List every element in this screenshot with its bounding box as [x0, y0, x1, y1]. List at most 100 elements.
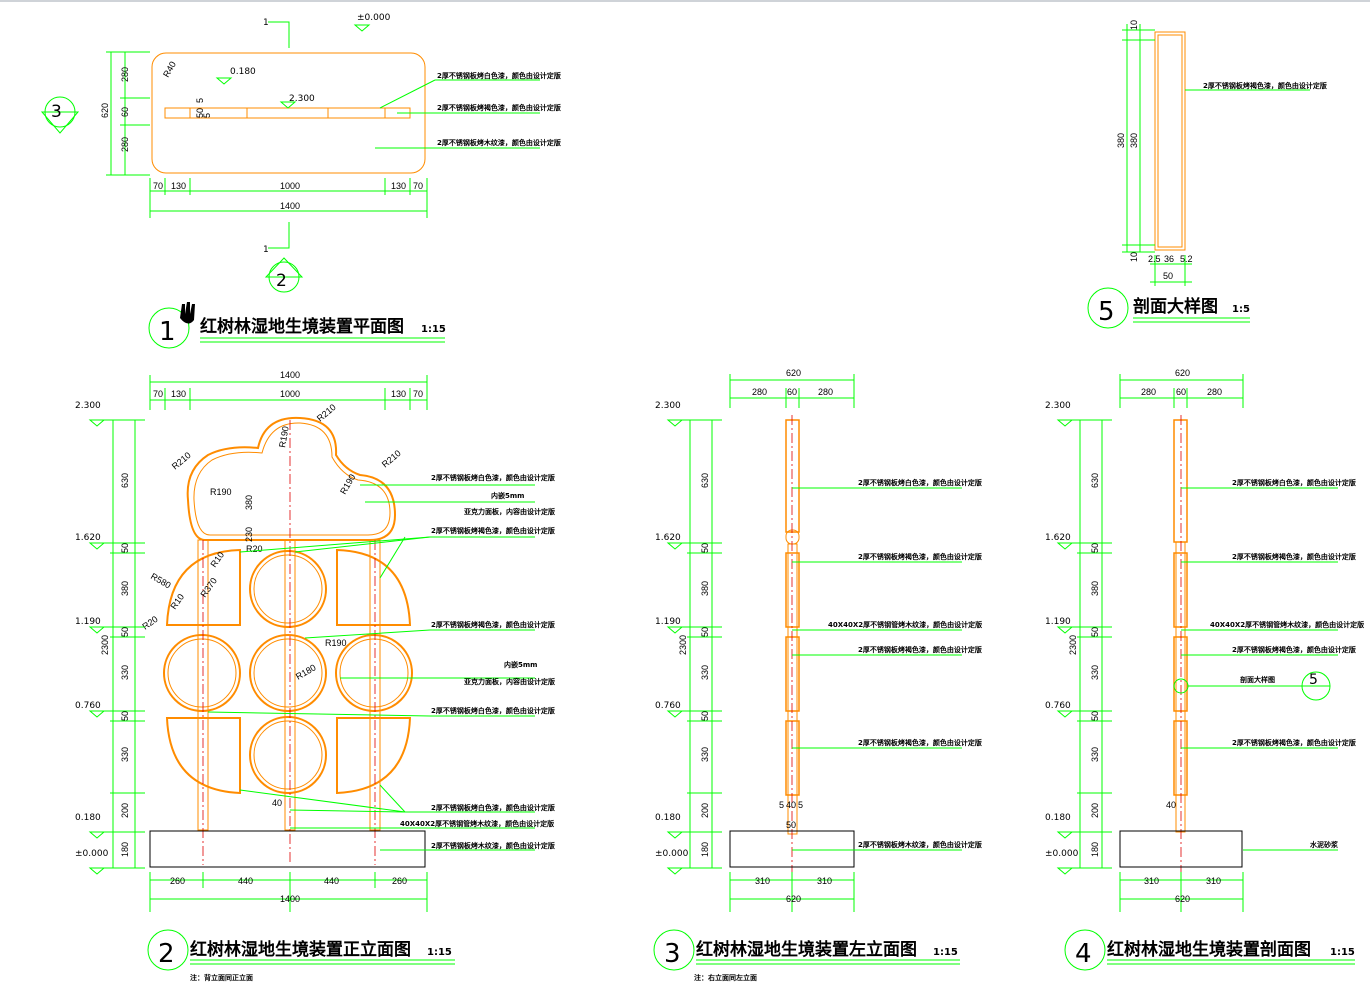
section-note-2: 2厚不锈钢板烤褐色漆，颜色由设计定版 [1232, 552, 1356, 561]
plan-title: 红树林湿地生境装置平面图 [200, 316, 404, 337]
detail-dim-bottom-1: 2.5 [1148, 254, 1161, 264]
front-note-11: 2厚不锈钢板烤木纹漆，颜色由设计定版 [431, 841, 555, 850]
front-scale: 1:15 [427, 947, 452, 958]
left-note-6: 2厚不锈钢板烤木纹漆，颜色由设计定版 [858, 840, 982, 849]
front-dim-top-2: 130 [171, 389, 186, 399]
front-dim-bottom-total: 1400 [280, 894, 300, 904]
front-dim-bottom-3: 440 [324, 876, 339, 886]
detail-dim-left-1: 10 [1129, 20, 1139, 30]
section-note-1: 2厚不锈钢板烤白色漆，颜色由设计定版 [1232, 478, 1356, 487]
left-dim-bottom-1: 310 [755, 876, 770, 886]
left-level-5: 0.180 [655, 813, 681, 823]
left-dim-top-total: 620 [786, 368, 801, 378]
front-inner-dim-3: 40 [272, 798, 282, 808]
front-radius-8: R370 [198, 576, 219, 599]
section-dim-left-total: 2300 [1068, 635, 1078, 655]
plan-level-top: ±0.000 [357, 13, 391, 23]
left-small-dim-1: 5 [779, 800, 784, 810]
left-footnote: 注：右立面同左立面 [694, 973, 757, 982]
detail-dim-bottom-3: 5.2 [1180, 254, 1193, 264]
front-inner-dim-2: 230 [244, 527, 254, 542]
section-level-2: 1.620 [1045, 533, 1071, 543]
detail-outline [1154, 31, 1186, 251]
plan-dim-bottom-5: 70 [413, 181, 423, 191]
front-level-3: 1.190 [75, 617, 101, 627]
half-panel-tr [336, 548, 412, 626]
half-panel-br [336, 717, 412, 795]
detail-dim-total: 50 [1163, 271, 1173, 281]
front-dim-top-1: 70 [153, 389, 163, 399]
detail-scale: 1:5 [1232, 304, 1250, 315]
detail-title: 剖面大样图 [1133, 296, 1218, 317]
plan-small-dim-3: 5 [202, 113, 212, 118]
front-radius-6: R210 [380, 448, 403, 469]
plan-note-3: 2厚不锈钢板烤木纹漆，颜色由设计定版 [437, 138, 561, 147]
plan-callout-bottom: 2 [276, 271, 287, 291]
top-border [0, 0, 1370, 2]
front-dim-left-2: 50 [120, 543, 130, 553]
section-level-4: 0.760 [1045, 701, 1071, 711]
front-dim-bottom-1: 260 [170, 876, 185, 886]
plan-dim-bottom-2: 130 [171, 181, 186, 191]
plan-title-number: 1 [159, 317, 176, 347]
left-dim-left-8: 200 [700, 803, 710, 818]
cloud-panel-outer [186, 416, 397, 541]
front-dim-bottom-4: 260 [392, 876, 407, 886]
section-dim-left-9: 180 [1090, 842, 1100, 857]
plan-level-inner: 0.180 [230, 67, 256, 77]
front-level-1: 2.300 [75, 401, 101, 411]
front-radius-13: R190 [325, 638, 347, 648]
left-cloud-edge [785, 419, 800, 533]
left-level-6: ±0.000 [655, 849, 689, 859]
front-title: 红树林湿地生境装置正立面图 [190, 939, 411, 960]
front-note-5: 2厚不锈钢板烤褐色漆，颜色由设计定版 [431, 620, 555, 629]
left-level-3: 1.190 [655, 617, 681, 627]
front-note-6: 内嵌5mm [504, 660, 537, 669]
section-dim-left-3: 380 [1090, 581, 1100, 596]
front-dim-left-9: 180 [120, 842, 130, 857]
front-dim-top-5: 70 [413, 389, 423, 399]
plan-scale: 1:15 [421, 324, 446, 335]
plan-dim-left-total: 620 [100, 103, 110, 118]
left-title: 红树林湿地生境装置左立面图 [696, 939, 917, 960]
plan-outline [151, 52, 426, 174]
section-dim-top-3: 280 [1207, 387, 1222, 397]
plan-dim-bottom-3: 1000 [280, 181, 300, 191]
section-dim-bottom-1: 310 [1144, 876, 1159, 886]
left-dim-left-3: 380 [700, 581, 710, 596]
plan-dim-left-2: 60 [120, 107, 130, 117]
section-title: 红树林湿地生境装置剖面图 [1107, 939, 1311, 960]
front-note-4: 2厚不锈钢板烤褐色漆，颜色由设计定版 [431, 526, 555, 535]
plan-dim-bottom-4: 130 [391, 181, 406, 191]
front-dim-bottom-2: 440 [238, 876, 253, 886]
section-dim-top-2: 60 [1176, 387, 1186, 397]
plan-note-2: 2厚不锈钢板烤褐色漆，颜色由设计定版 [437, 103, 561, 112]
quarter-panel-bl [165, 717, 241, 795]
left-note-2: 2厚不锈钢板烤褐色漆，颜色由设计定版 [858, 552, 982, 561]
front-dim-top-total: 1400 [280, 370, 300, 380]
front-radius-5: R190 [338, 472, 357, 496]
section-note-6: 2厚不锈钢板烤褐色漆，颜色由设计定版 [1232, 738, 1356, 747]
left-dim-left-9: 180 [700, 842, 710, 857]
front-radius-11: R20 [140, 614, 159, 632]
plan-dim-total: 1400 [280, 201, 300, 211]
front-note-9: 2厚不锈钢板烤白色漆，颜色由设计定版 [431, 803, 555, 812]
front-level-4: 0.760 [75, 701, 101, 711]
section-dim-bottom-total: 620 [1175, 894, 1190, 904]
front-radius-14: R180 [294, 662, 318, 681]
left-dim-left-1: 630 [700, 473, 710, 488]
section-note-7: 水泥砂浆 [1310, 840, 1339, 849]
circle-panel-top [249, 550, 327, 628]
section-dim-left-1: 630 [1090, 473, 1100, 488]
section-dim-left-6: 50 [1090, 711, 1100, 721]
left-level-4: 0.760 [655, 701, 681, 711]
plan-level-mid: 2.300 [289, 94, 315, 104]
left-dim-left-5: 330 [700, 665, 710, 680]
left-dim-bottom-total: 620 [786, 894, 801, 904]
front-dim-left-total: 2300 [100, 635, 110, 655]
left-note-3: 40X40X2厚不锈钢管烤木纹漆，颜色由设计定版 [828, 620, 982, 629]
left-scale: 1:15 [933, 947, 958, 958]
plan-dim-left-3: 280 [120, 137, 130, 152]
plan-dim-bottom-1: 70 [153, 181, 163, 191]
section-dim-top-total: 620 [1175, 368, 1190, 378]
